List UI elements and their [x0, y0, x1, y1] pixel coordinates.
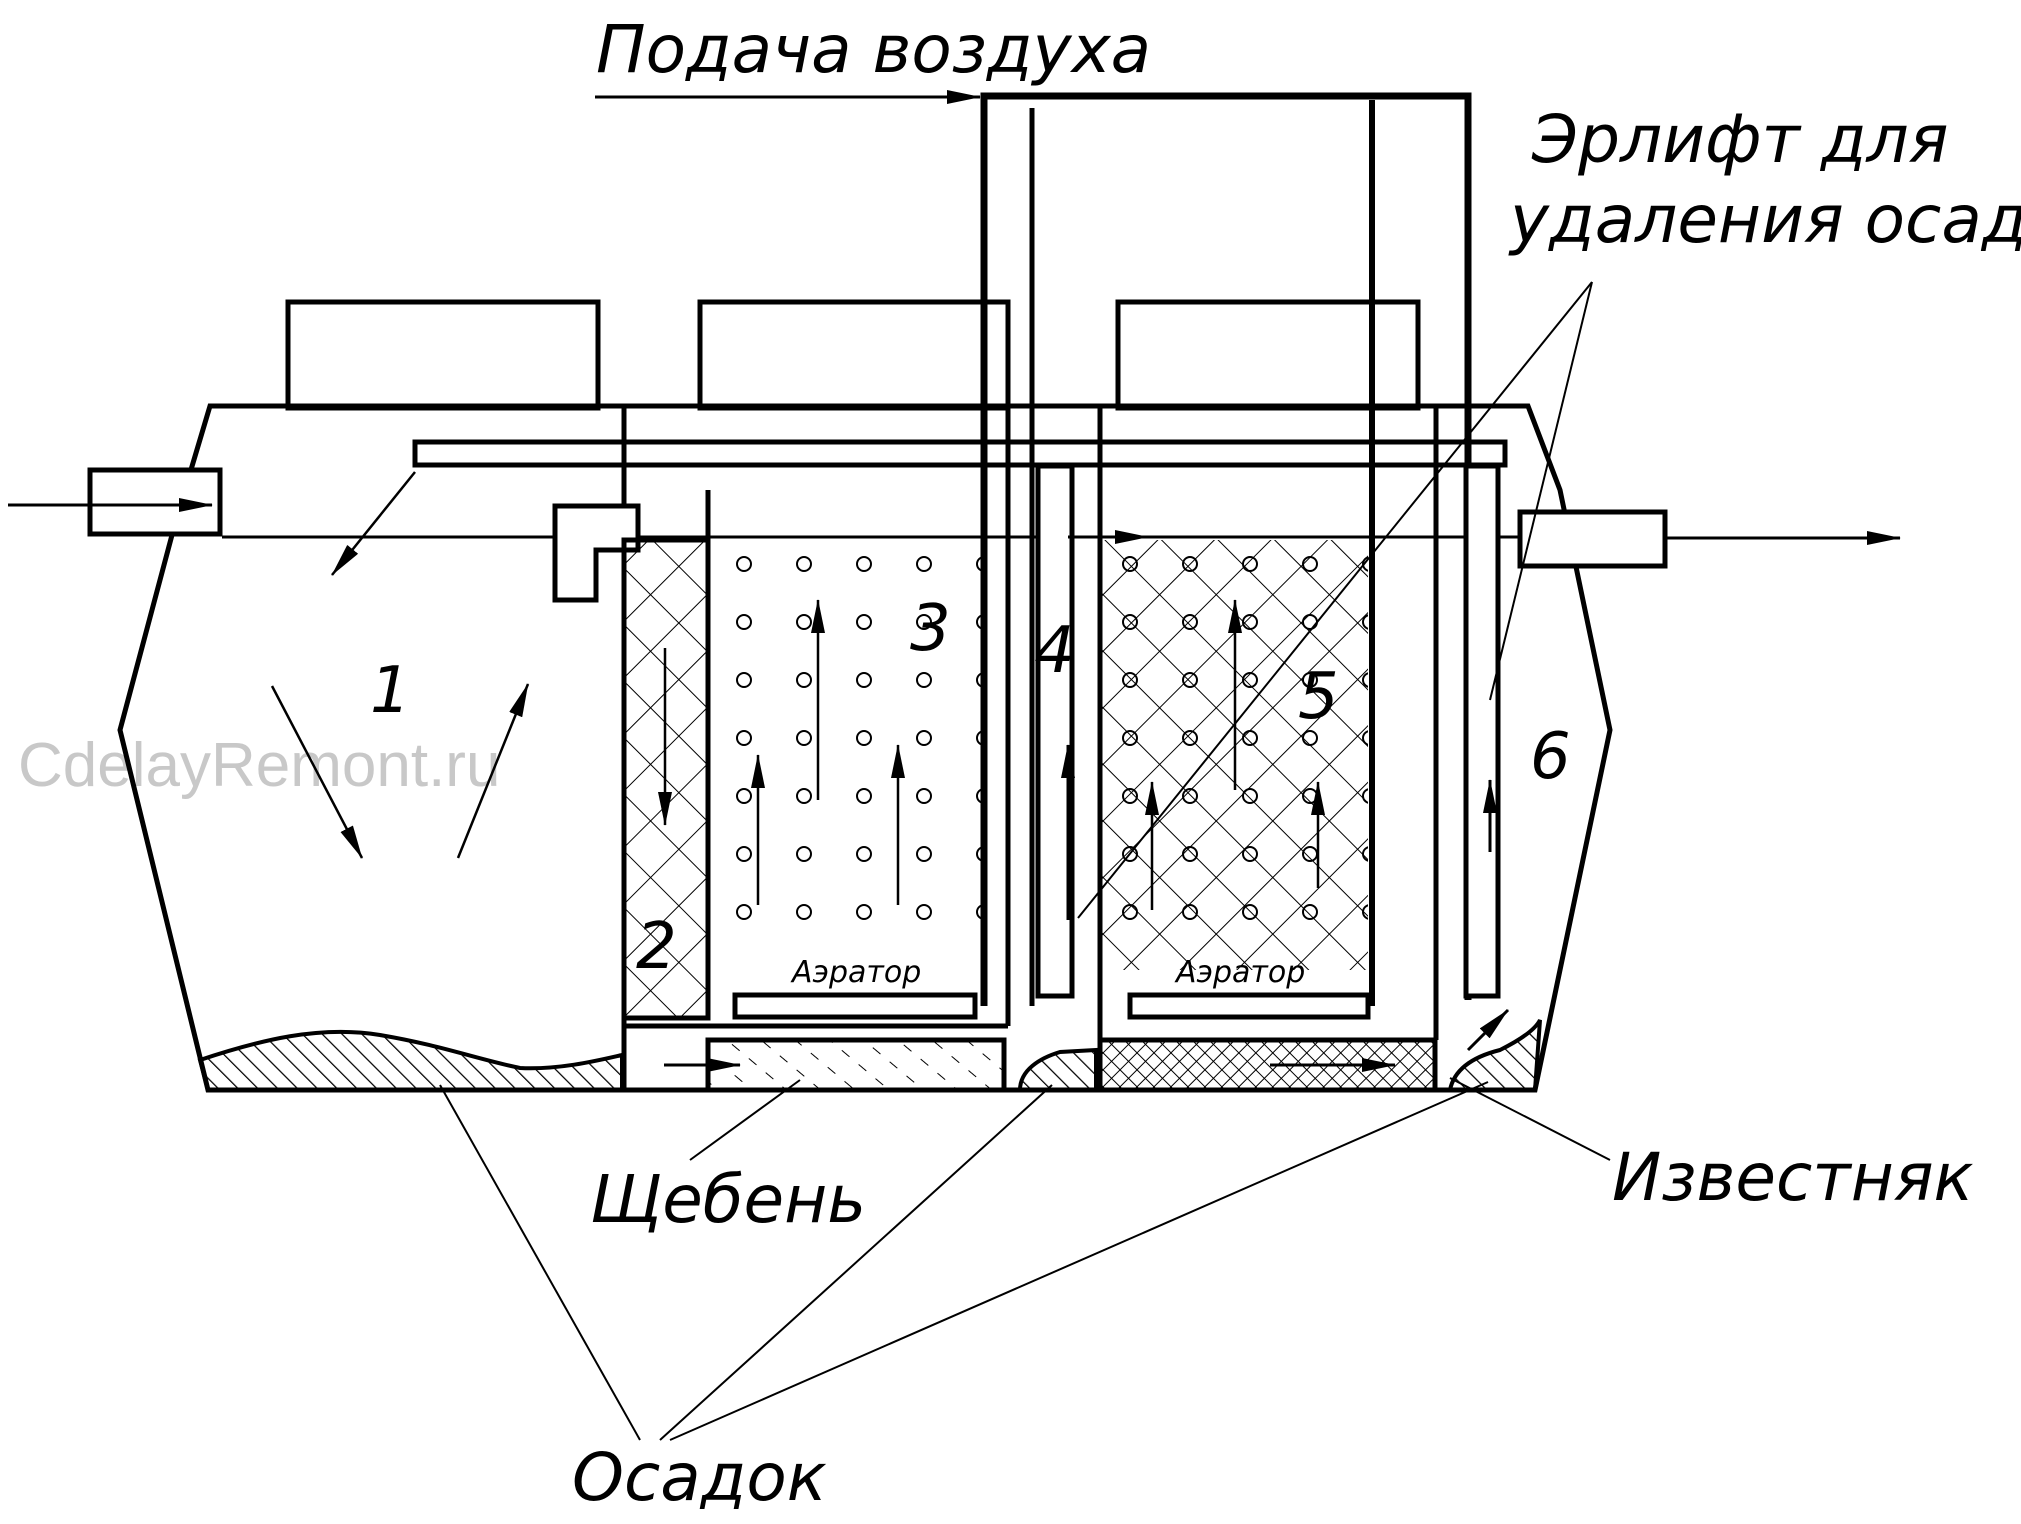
airlift-leader-1: [1077, 281, 1593, 919]
tee-fitting: [552, 503, 641, 603]
chamber-6-number: 6: [1530, 720, 1571, 794]
airlift-label-line-2: удаления осадка: [1508, 181, 2021, 258]
aerator-right-label: Аэратор: [1174, 955, 1305, 990]
flow-arrow-1b: [270, 685, 364, 859]
sediment-leader-2: [659, 1084, 1053, 1441]
chamber-1-number: 1: [370, 654, 411, 728]
crushed-stone-label: Щебень: [590, 1161, 866, 1238]
manhole-1: [285, 299, 601, 411]
sediment-leader-3: [669, 1081, 1489, 1441]
sediment-leader-1: [439, 1084, 641, 1441]
airlift-chamber-4: [1035, 463, 1075, 999]
sediment-chamber-6: [1447, 1018, 1542, 1092]
aerator-left-label: Аэратор: [790, 955, 921, 990]
flow-arrow-1a: [331, 471, 416, 576]
distribution-pipe: [412, 439, 1508, 468]
chamber-2-number: 2: [636, 910, 677, 984]
chamber-3-number: 3: [910, 592, 951, 666]
airlift-chamber-6: [1463, 463, 1501, 999]
crushed-stone-leader: [689, 1079, 801, 1161]
sediment-label: Осадок: [572, 1439, 827, 1516]
watermark: CdelayRemont.ru: [18, 731, 500, 800]
flow-arrow-1c: [456, 683, 530, 859]
limestone-label: Известняк: [1612, 1139, 1974, 1216]
chamber-4-number: 4: [1034, 614, 1075, 688]
chamber-5-number: 5: [1298, 660, 1339, 734]
sediment-chamber-1: [197, 1029, 624, 1092]
limestone-leader: [1449, 1077, 1611, 1161]
crushed-stone-layer: [705, 1037, 1007, 1093]
airlift-leader-2: [1489, 281, 1593, 701]
air-supply-label: Подача воздуха: [596, 11, 1151, 88]
inlet-pipe: [87, 467, 223, 537]
outlet-pipe: [1517, 509, 1668, 569]
aerator-right: [1127, 992, 1371, 1020]
sediment-chamber-4: [1017, 1047, 1098, 1092]
airlift-label-line-1: Эрлифт для: [1531, 101, 1948, 178]
aerator-left: [732, 992, 978, 1020]
manhole-2: [697, 299, 1011, 411]
airlift-return: [1466, 1008, 1510, 1052]
